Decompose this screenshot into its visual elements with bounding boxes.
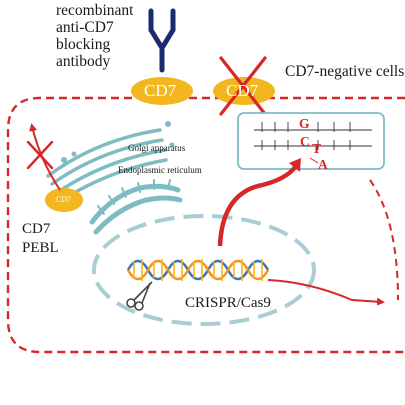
sequence-letter-t: T <box>312 141 322 156</box>
edit-to-sequence-arrow <box>217 164 298 247</box>
golgi-vesicles <box>61 121 175 163</box>
er-label: Endoplasmic reticulum <box>118 165 202 175</box>
cross-mark-icon <box>219 56 267 116</box>
antibody-icon <box>148 8 176 73</box>
cross-mark-icon <box>26 140 54 170</box>
nucleus <box>92 214 316 326</box>
edit-to-sequence-arrowhead <box>289 158 301 172</box>
cd7-membrane-label: CD7 <box>144 81 177 100</box>
output-arrow <box>267 279 385 306</box>
cd7-retained-label: CD7 <box>56 195 72 204</box>
sequence-letter-c: C <box>300 134 310 149</box>
sequence-lines <box>254 122 372 150</box>
cd7-retained-protein <box>45 188 83 212</box>
adjacent-cell-outline <box>369 179 399 301</box>
pebl-label: CD7 PEBL <box>22 220 82 258</box>
antibody-label-line: antibody <box>56 53 111 70</box>
pebl-label-line: PEBL <box>22 240 59 256</box>
antibody-label-line: anti-CD7 <box>56 19 114 36</box>
mutation-arrow <box>309 157 319 164</box>
cd7-membrane-protein <box>131 77 193 105</box>
cd7-negative-label: CD7-negative cells <box>285 63 405 80</box>
cd7-blocked-protein <box>213 77 275 105</box>
sequence-letter-a: A <box>318 157 328 172</box>
sequence-panel <box>237 112 385 170</box>
cell-membrane <box>6 96 405 354</box>
antibody-label-line: blocking <box>56 36 111 53</box>
sequence-letter-g: G <box>299 116 310 131</box>
pebl-label-line: CD7 <box>22 221 51 237</box>
scissors-icon <box>126 281 153 311</box>
er-folds <box>97 179 171 215</box>
antibody-label: recombinant anti-CD7 blocking antibody <box>56 2 176 70</box>
golgi-label: Golgi apparatus <box>128 143 186 153</box>
cd7-blocked-label: CD7 <box>226 81 259 100</box>
dna-helix-icon <box>126 259 270 281</box>
crispr-label: CRISPR/Cas9 <box>185 295 271 311</box>
endoplasmic-reticulum <box>89 183 183 235</box>
antibody-label-line: recombinant <box>56 2 134 19</box>
